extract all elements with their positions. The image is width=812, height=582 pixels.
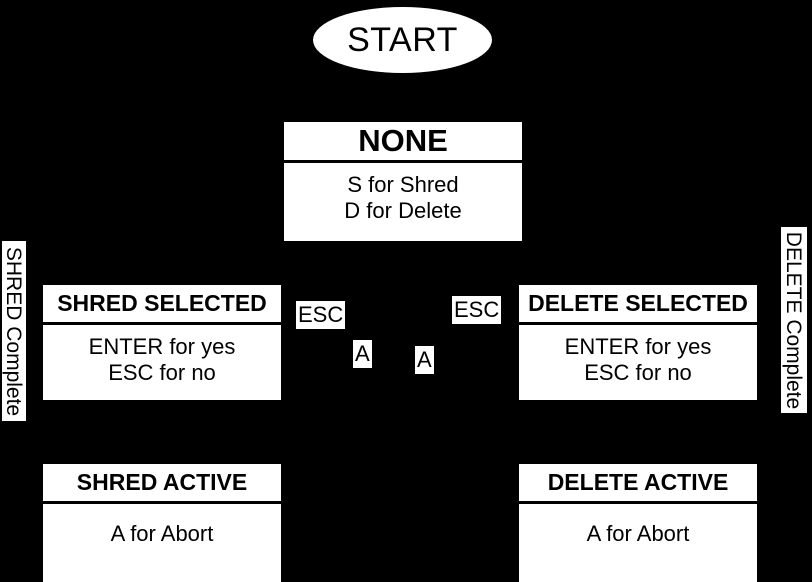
transition-label-abort-delete: A bbox=[415, 346, 434, 375]
state-body-line: ESC for no bbox=[108, 359, 216, 385]
state-body-line: D for Delete bbox=[344, 197, 462, 223]
transition-label-esc-shred: ESC bbox=[296, 301, 346, 330]
state-body-none: S for Shred D for Delete bbox=[284, 163, 522, 241]
state-node-shred-active[interactable]: SHRED ACTIVE A for Abort bbox=[43, 464, 281, 582]
state-body-line: A for Abort bbox=[586, 521, 690, 546]
state-node-delete-selected[interactable]: DELETE SELECTED ENTER for yes ESC for no bbox=[519, 285, 757, 400]
state-body-shred-selected: ENTER for yes ESC for no bbox=[43, 325, 281, 400]
state-body-line: S for Shred bbox=[347, 172, 459, 197]
state-title-delete-selected: DELETE SELECTED bbox=[519, 285, 757, 325]
state-title-none: NONE bbox=[284, 122, 522, 163]
start-node-label: START bbox=[347, 21, 458, 59]
state-node-none[interactable]: NONE S for Shred D for Delete bbox=[284, 122, 522, 241]
transition-label-delete-complete-text: DELETE Complete bbox=[782, 231, 806, 409]
state-body-delete-active: A for Abort bbox=[519, 504, 757, 582]
transition-label-esc-delete: ESC bbox=[452, 296, 502, 325]
state-body-shred-active: A for Abort bbox=[43, 504, 281, 582]
state-title-shred-selected: SHRED SELECTED bbox=[43, 285, 281, 325]
state-body-line: ENTER for yes bbox=[564, 334, 712, 359]
transition-label-shred-complete: SHRED Complete bbox=[2, 241, 26, 421]
state-body-line: ESC for no bbox=[584, 359, 692, 385]
transition-label-abort-shred: A bbox=[353, 340, 372, 369]
start-node[interactable]: START bbox=[313, 7, 492, 73]
state-title-shred-active: SHRED ACTIVE bbox=[43, 464, 281, 504]
state-title-delete-active: DELETE ACTIVE bbox=[519, 464, 757, 504]
state-node-shred-selected[interactable]: SHRED SELECTED ENTER for yes ESC for no bbox=[43, 285, 281, 400]
transition-label-shred-complete-text: SHRED Complete bbox=[2, 246, 26, 416]
state-node-delete-active[interactable]: DELETE ACTIVE A for Abort bbox=[519, 464, 757, 582]
transition-label-delete-complete: DELETE Complete bbox=[781, 227, 807, 413]
state-body-line: A for Abort bbox=[110, 521, 214, 546]
state-body-delete-selected: ENTER for yes ESC for no bbox=[519, 325, 757, 400]
state-body-line: ENTER for yes bbox=[88, 334, 236, 359]
